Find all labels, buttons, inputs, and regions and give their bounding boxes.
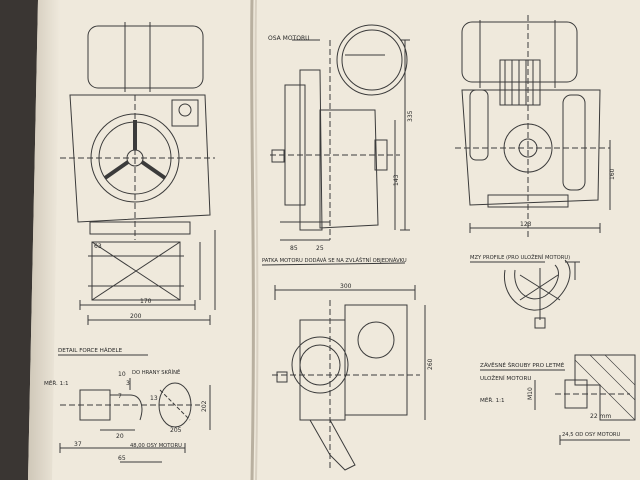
detail-bolt: [534, 354, 636, 445]
dim-7: 7: [118, 393, 122, 400]
linework: [58, 15, 636, 471]
dim-143: 143: [393, 174, 400, 186]
dim-335: 335: [407, 110, 414, 122]
detail-title: DETAIL FORCE HÁDELE: [58, 347, 123, 354]
dim-300: 300: [340, 283, 352, 290]
label-osa-motoru-b: 48,00 OSY MOTORU: [130, 443, 182, 449]
label-ulozeni: ULOŽENÍ MOTORU: [480, 374, 531, 382]
mount-profile: [504, 259, 580, 329]
engine-rear-view: [455, 15, 611, 240]
label-mer-left: MĚŘ. 1:1: [44, 379, 69, 387]
dim-63: 63: [94, 243, 102, 250]
dim-170: 170: [140, 298, 152, 305]
mzy-title: MZY PROFILE (PRO ULOŽENÍ MOTORU): [470, 253, 570, 261]
paper: [28, 0, 640, 480]
labels: OSA MOTORU 335 143 85 25 123 160 63 200 …: [44, 35, 621, 462]
dim-123: 123: [520, 221, 532, 228]
dim-37: 37: [74, 441, 82, 448]
dim-20: 20: [116, 433, 124, 440]
paper-edge-shadow: [28, 0, 60, 480]
dim-202: 202: [201, 400, 208, 412]
dim-10: 10: [118, 371, 126, 378]
dim-22: 22 mm: [590, 413, 611, 420]
patka-title: PATKA MOTORU DODÁVÁ SE NA ZVLÁŠTNÍ OBJED…: [262, 257, 407, 264]
dim-160: 160: [609, 168, 616, 180]
dim-3: 3: [126, 380, 130, 387]
dim-260: 260: [427, 358, 434, 370]
binding-fold: [250, 0, 255, 480]
detail-handle: [59, 378, 211, 463]
dim-24-5: 24,5 OD OSY MOTORU: [562, 432, 621, 438]
base-bracket-front: [79, 230, 216, 325]
engine-front-view: [60, 22, 215, 240]
label-zavesne: ZÁVĚSNÉ ŠROUBY PRO LETMÉ: [480, 361, 565, 369]
engine-with-mount: [272, 285, 426, 471]
dim-200: 200: [130, 313, 142, 320]
muffler: [284, 84, 306, 206]
engine-side-view: [270, 24, 410, 241]
fuel-tank: [87, 25, 204, 89]
dim-13: 13: [150, 395, 158, 402]
dim-65: 65: [118, 455, 126, 462]
label-osa-motoru: OSA MOTORU: [268, 35, 310, 42]
label-mer-right: MĚŘ. 1:1: [480, 396, 505, 404]
dim-205: 205: [170, 427, 182, 434]
binding-fold-light: [254, 0, 259, 480]
dim-m10: M10: [527, 387, 534, 400]
dim-25: 25: [316, 245, 324, 252]
engine-housing: [69, 94, 211, 223]
label-do-hrany: DO HRANY SKŘÍNĚ: [132, 368, 180, 376]
dim-85: 85: [290, 245, 298, 252]
cylinder-head-circle: [336, 24, 408, 96]
